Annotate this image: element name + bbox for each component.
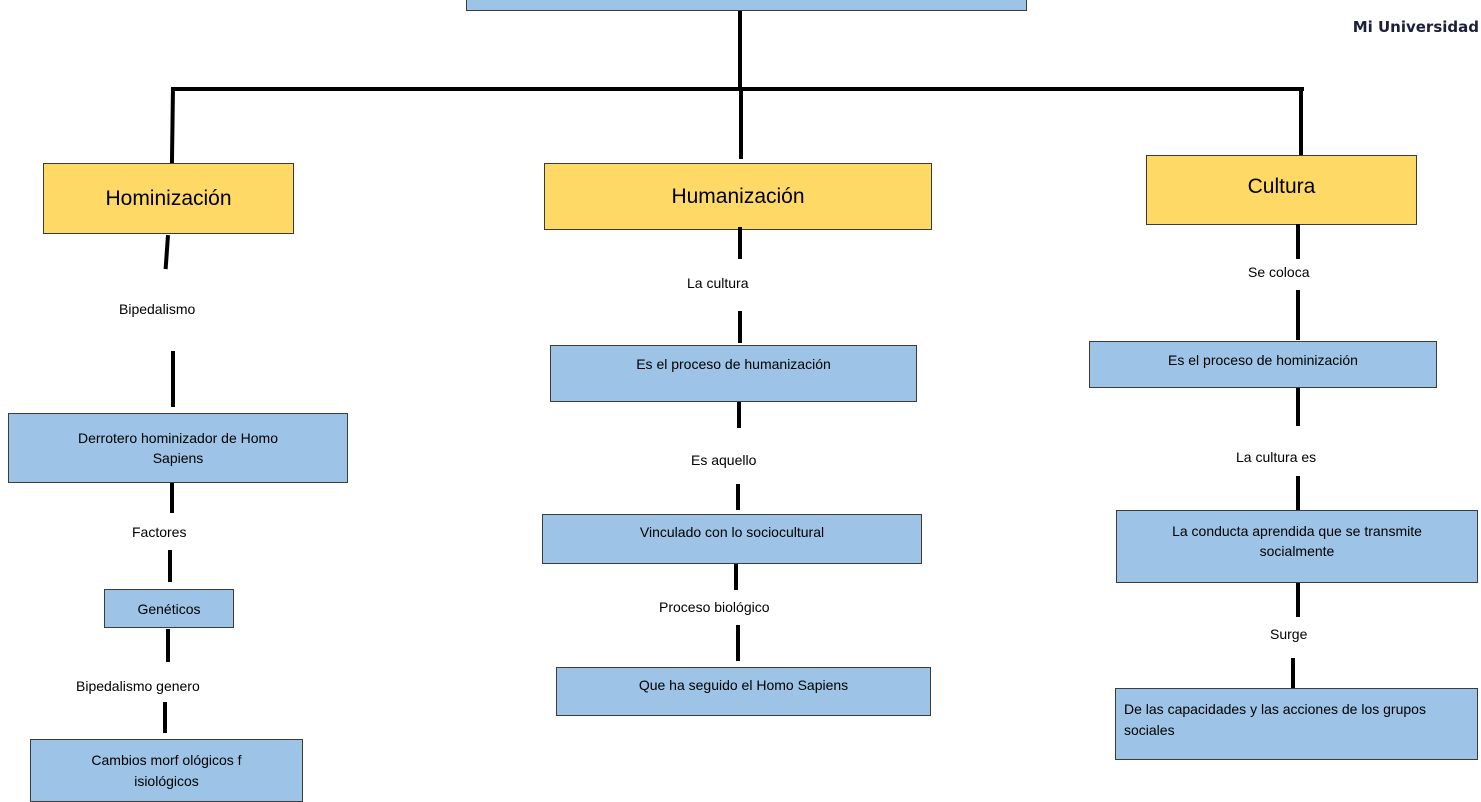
box-derrotero: Derrotero hominizador de Homo Sapiens [8, 413, 348, 483]
label-la-cultura: La cultura [687, 275, 749, 291]
connector-hominizacion-3 [170, 483, 174, 513]
label-factores: Factores [132, 524, 187, 540]
box-proceso-hominizacion: Es el proceso de hominización [1089, 341, 1437, 388]
label-es-aquello: Es aquello [691, 452, 757, 468]
branch-humanizacion-title-box: Humanización [544, 163, 932, 230]
box-conducta-label: La conducta aprendida que se transmite s… [1172, 523, 1422, 560]
box-vinculado: Vinculado con lo sociocultural [542, 514, 922, 564]
label-proceso-biologico: Proceso biológico [659, 599, 770, 615]
connector-cultura-4 [1296, 476, 1300, 510]
connector-hominizacion-2 [171, 351, 175, 407]
label-bipedalismo: Bipedalismo [119, 301, 196, 317]
horizontal-connector [171, 87, 1304, 91]
connector-hominizacion-1 [163, 235, 170, 270]
box-proceso-hominizacion-label: Es el proceso de hominización [1168, 352, 1358, 368]
connector-cultura-3 [1296, 388, 1300, 426]
branch-hominizacion-title-box: Hominización [43, 163, 294, 234]
branch-cultura-title: Cultura [1247, 175, 1316, 198]
branch-hominizacion-title: Hominización [105, 186, 232, 210]
connector-humanizacion-5 [734, 564, 738, 590]
connector-humanizacion-2 [738, 311, 742, 343]
label-bipedalismo-genero: Bipedalismo genero [76, 678, 200, 694]
box-cambios: Cambios morf ológicos f isiológicos [30, 739, 303, 802]
box-capacidades: De las capacidades y las acciones de los… [1115, 688, 1478, 760]
box-geneticos: Genéticos [104, 589, 234, 628]
connector-branch-1 [169, 87, 175, 165]
connector-cultura-2 [1296, 290, 1300, 340]
branch-humanizacion-title: Humanización [671, 184, 805, 208]
box-proceso-humanizacion: Es el proceso de humanización [550, 345, 917, 402]
connector-cultura-1 [1296, 224, 1300, 259]
box-homo-sapiens-label: Que ha seguido el Homo Sapiens [638, 677, 849, 693]
connector-branch-2 [739, 87, 743, 159]
root-node [466, 0, 1027, 11]
connector-hominizacion-5 [166, 629, 170, 662]
box-cambios-label: Cambios morf ológicos f isiológicos [91, 752, 242, 789]
label-se-coloca: Se coloca [1248, 264, 1310, 280]
connector-hominizacion-6 [163, 702, 167, 733]
branch-cultura-title-box: Cultura [1146, 155, 1417, 225]
connector-hominizacion-4 [168, 550, 172, 582]
box-geneticos-label: Genéticos [137, 600, 201, 617]
connector-humanizacion-1 [738, 227, 742, 259]
connector-branch-3 [1299, 87, 1303, 155]
box-homo-sapiens: Que ha seguido el Homo Sapiens [556, 667, 931, 716]
box-vinculado-label: Vinculado con lo sociocultural [639, 524, 825, 540]
label-la-cultura-es: La cultura es [1236, 449, 1317, 465]
connector-humanizacion-6 [736, 625, 740, 661]
connector-humanizacion-3 [737, 402, 741, 428]
box-derrotero-label: Derrotero hominizador de Homo Sapiens [78, 429, 278, 466]
connector-cultura-5 [1296, 583, 1300, 617]
connector-cultura-6 [1291, 658, 1295, 698]
box-proceso-humanizacion-label: Es el proceso de humanización [636, 356, 831, 372]
box-conducta: La conducta aprendida que se transmite s… [1116, 510, 1478, 583]
trunk-connector [738, 11, 742, 91]
brand-logo-text: Mi Universidad [1352, 18, 1479, 36]
label-surge: Surge [1270, 626, 1308, 642]
connector-humanizacion-4 [736, 484, 740, 510]
box-capacidades-label: De las capacidades y las acciones de los… [1124, 701, 1426, 738]
